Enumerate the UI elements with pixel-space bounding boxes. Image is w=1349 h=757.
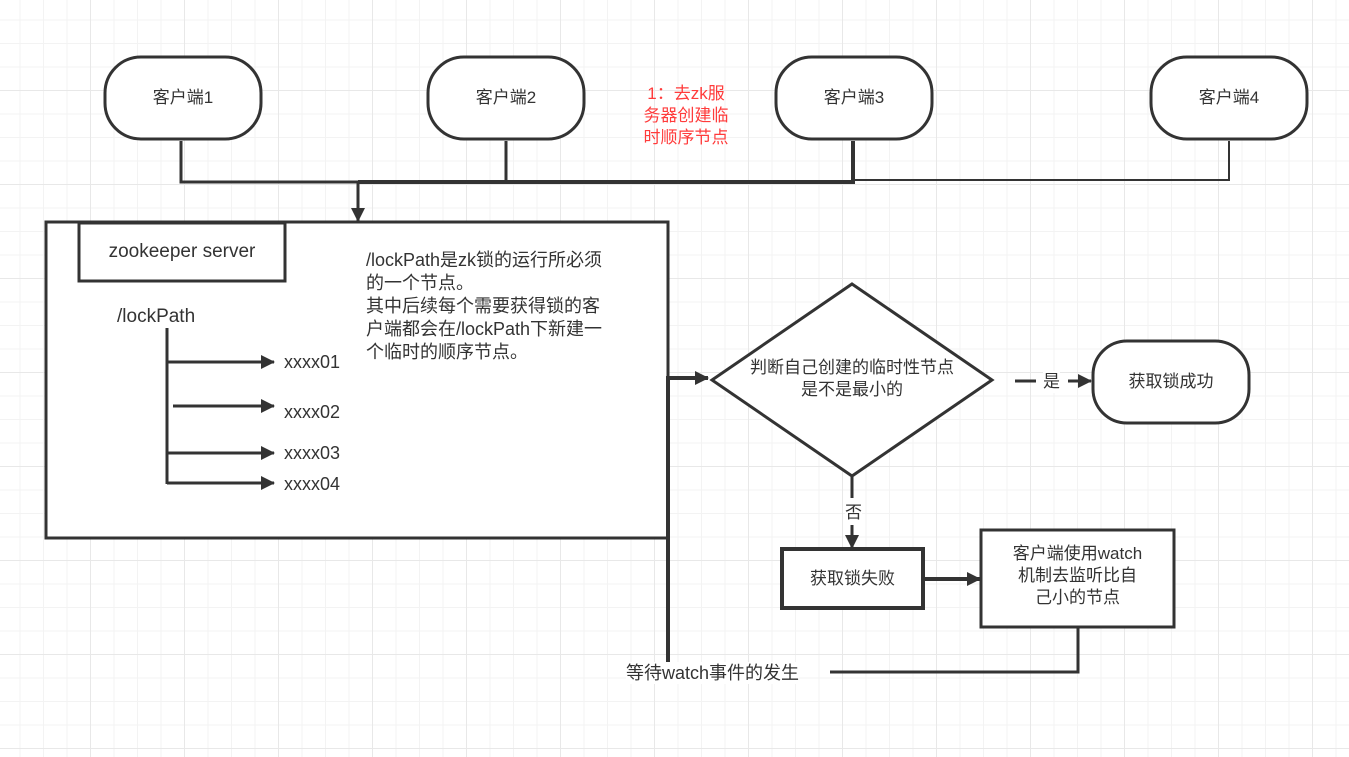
yes-label: 是 (1043, 371, 1060, 393)
decision-label-line: 判断自己创建的临时性节点 (750, 358, 954, 377)
step1-note-line: 1：去zk服 (647, 84, 725, 103)
description-line: /lockPath是zk锁的运行所必须 (366, 250, 603, 270)
connector-client-4 (853, 141, 1230, 181)
decision-label: 判断自己创建的临时性节点 是不是最小的 (712, 357, 992, 401)
description-line: 个临时的顺序节点。 (366, 342, 528, 362)
description-line: 其中后续每个需要获得锁的客 (366, 296, 600, 316)
success-label: 获取锁成功 (1128, 372, 1214, 391)
tree-child-label: xxxx01 (284, 352, 341, 372)
watch-label-line: 客户端使用watch (1012, 544, 1143, 563)
connector-watch-loop (830, 628, 1080, 674)
step1-note: 1：去zk服 务器创建临 时顺序节点 (616, 83, 756, 149)
description-line: 户端都会在/lockPath下新建一 (366, 319, 603, 339)
wait-label: 等待watch事件的发生 (626, 662, 800, 684)
connector-wait-up (666, 371, 709, 672)
client-4-label: 客户端4 (1198, 88, 1260, 107)
client-3-box[interactable] (774, 55, 934, 141)
connector-client-3 (358, 141, 855, 184)
step1-note-line: 时顺序节点 (643, 128, 729, 147)
server-title-box (77, 221, 287, 283)
server-description: /lockPath是zk锁的运行所必须 的一个节点。 其中后续每个需要获得锁的客… (366, 249, 602, 364)
no-label: 否 (845, 502, 862, 524)
client-2-label: 客户端2 (475, 88, 537, 107)
decision-diamond[interactable] (709, 282, 995, 478)
client-2-box[interactable] (426, 55, 586, 141)
tree-child-label: xxxx02 (284, 402, 341, 422)
tree-child-label: xxxx04 (284, 474, 341, 494)
client-1-label: 客户端1 (152, 88, 214, 107)
failure-label: 获取锁失败 (810, 569, 895, 588)
step1-note-line: 务器创建临 (643, 106, 729, 125)
watch-label-line: 己小的节点 (1035, 588, 1120, 607)
decision-label-line: 是不是最小的 (801, 380, 903, 399)
client-1-box[interactable] (103, 55, 263, 141)
client-4-box[interactable] (1149, 55, 1309, 141)
description-line: 的一个节点。 (366, 273, 474, 293)
tree-root-label: /lockPath (117, 306, 196, 327)
watch-label: 客户端使用watch 机制去监听比自 己小的节点 (981, 543, 1174, 609)
watch-label-line: 机制去监听比自 (1018, 566, 1137, 585)
connector-client-1 (179, 141, 358, 184)
tree-child-label: xxxx03 (284, 443, 341, 463)
success-box[interactable] (1091, 339, 1251, 425)
client-3-label: 客户端3 (823, 88, 885, 107)
server-title: zookeeper server (108, 241, 256, 262)
watch-box[interactable] (979, 528, 1176, 629)
